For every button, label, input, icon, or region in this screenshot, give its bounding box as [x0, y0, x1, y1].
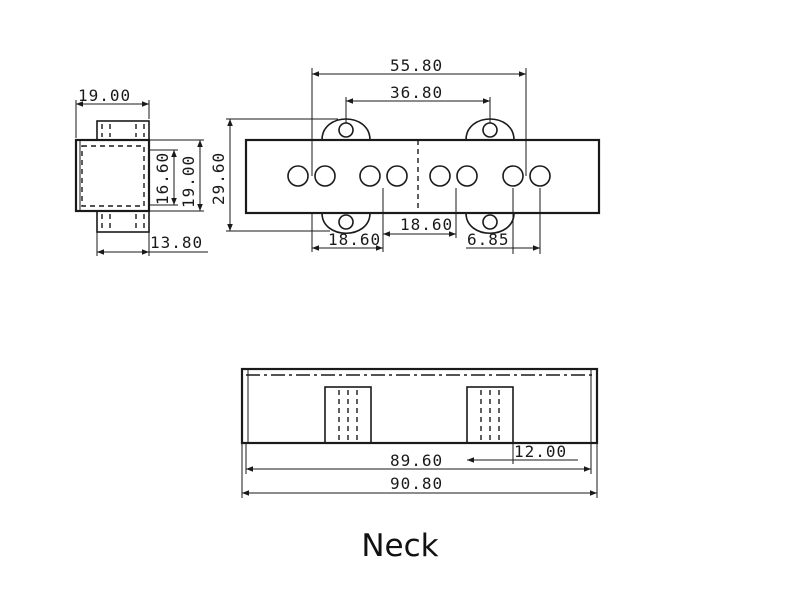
pole-piece-icon [287, 165, 309, 187]
drawing-caption: Neck [361, 528, 439, 564]
mount-hole-icon [482, 214, 498, 230]
pole-piece-icon [502, 165, 524, 187]
dim-top-span-outer: 55.80 [390, 56, 443, 75]
mount-ear-bottom-left [321, 212, 371, 234]
pole-piece-icon [456, 165, 478, 187]
end-view-top-flange [96, 120, 150, 141]
dim-end-height-inner: 16.60 [153, 152, 172, 205]
end-view-bottom-flange [96, 210, 150, 233]
pole-pieces [287, 165, 551, 187]
pole-piece-icon [359, 165, 381, 187]
end-view: 19.00 16.60 19.00 13.80 [74, 86, 208, 256]
pole-piece-icon [386, 165, 408, 187]
front-view-bobbin-left [324, 386, 372, 444]
dim-pole-group: 18.60 [400, 215, 453, 234]
front-view-body [240, 367, 599, 445]
dim-base-tab: 12.00 [514, 442, 567, 461]
front-view-bobbin-right [466, 386, 514, 444]
pole-piece-icon [429, 165, 451, 187]
dim-pole-spacing: 6.85 [467, 230, 510, 249]
dim-end-height-outer: 19.00 [179, 155, 198, 208]
pole-piece-icon [529, 165, 551, 187]
mount-ear-bottom-right [465, 212, 515, 234]
top-view-body [244, 138, 601, 215]
mount-hole-icon [338, 214, 354, 230]
pole-piece-icon [314, 165, 336, 187]
top-view: 55.80 36.80 29.60 18.60 18.60 6.85 [209, 56, 601, 254]
dim-overall-length: 90.80 [390, 474, 443, 493]
dim-top-span-inner: 36.80 [390, 83, 443, 102]
end-view-body [74, 138, 151, 213]
dim-end-width-bottom: 13.80 [150, 233, 203, 252]
dim-end-width-top: 19.00 [78, 86, 131, 105]
dim-height: 29.60 [209, 152, 228, 205]
front-view: 89.60 12.00 90.80 [240, 367, 599, 498]
dim-base-inner: 89.60 [390, 451, 443, 470]
dim-left-offset: 18.60 [328, 230, 381, 249]
